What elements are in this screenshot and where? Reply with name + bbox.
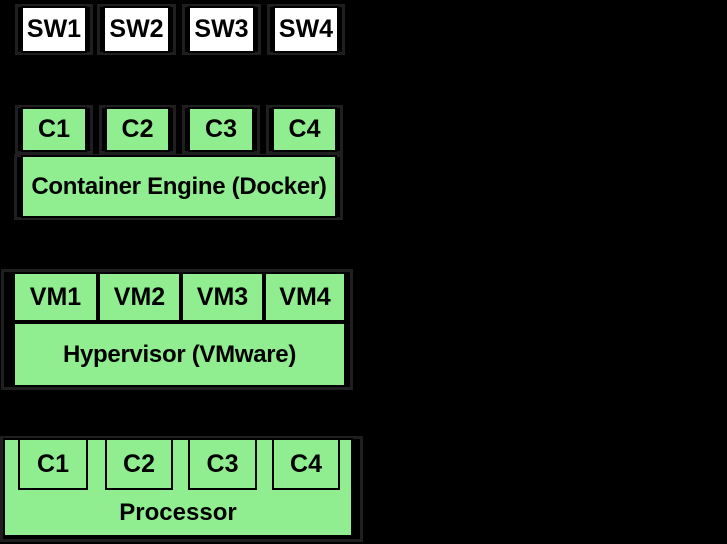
core-c3-label: C3 [206, 449, 239, 478]
docker-engine-box: Container Engine (Docker) [21, 155, 337, 218]
vm4-label: VM4 [279, 282, 331, 311]
core-c4-box: C4 [272, 438, 340, 490]
vm2-box: VM2 [98, 272, 181, 322]
container-c4-box: C4 [272, 107, 337, 152]
container-c3-box: C3 [188, 107, 254, 152]
core-c4-label: C4 [290, 449, 322, 478]
core-c1-label: C1 [37, 449, 69, 478]
vm4-box: VM4 [264, 272, 346, 322]
vm1-label: VM1 [29, 282, 82, 311]
ghost-outline-sw4 [267, 4, 345, 55]
sw1-label: SW1 [26, 15, 82, 43]
ghost-outline-c4 [266, 105, 343, 154]
ghost-outline-sw3 [182, 4, 261, 55]
vm1-box: VM1 [13, 272, 98, 322]
processor-label: Processor [119, 498, 237, 526]
core-c2-box: C2 [105, 438, 173, 490]
ghost-outline-c2 [99, 105, 176, 154]
container-c2-label: C2 [121, 115, 154, 143]
vm3-box: VM3 [181, 272, 264, 322]
ghost-outline-processor [0, 436, 363, 542]
sw2-label: SW2 [109, 15, 164, 43]
hypervisor-label: Hypervisor (VMware) [62, 340, 297, 368]
core-c3-box: C3 [188, 438, 257, 490]
docker-engine-label: Container Engine (Docker) [31, 172, 327, 200]
core-c2-label: C2 [123, 449, 155, 478]
hypervisor-box: Hypervisor (VMware) [13, 322, 346, 387]
vm3-label: VM3 [196, 282, 249, 311]
sw3-box: SW3 [188, 6, 255, 53]
ghost-outline-vm-stack [1, 269, 353, 390]
container-c3-label: C3 [205, 115, 237, 143]
core-c1-box: C1 [18, 438, 88, 490]
container-c2-box: C2 [105, 107, 170, 152]
sw1-box: SW1 [21, 6, 87, 53]
ghost-outline-sw1 [15, 4, 93, 55]
sw4-box: SW4 [273, 6, 339, 53]
ghost-outline-sw2 [97, 4, 176, 55]
sw3-label: SW3 [194, 15, 249, 43]
container-c4-label: C4 [288, 115, 321, 143]
vm2-label: VM2 [113, 282, 166, 311]
ghost-outline-c1 [15, 105, 93, 154]
container-c1-box: C1 [21, 107, 87, 152]
container-c1-label: C1 [38, 115, 70, 143]
sw2-box: SW2 [103, 6, 170, 53]
sw4-label: SW4 [278, 15, 334, 43]
ghost-outline-c3 [182, 105, 260, 154]
processor-label-band: Processor [3, 490, 353, 535]
